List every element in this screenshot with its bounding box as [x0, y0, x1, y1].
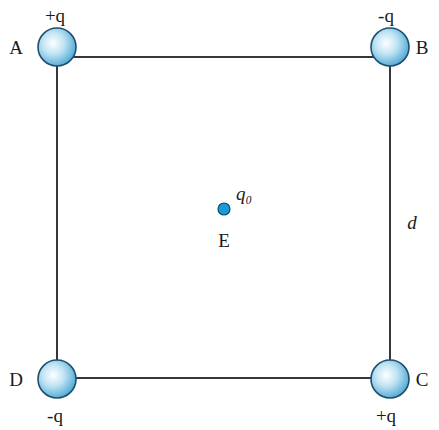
point-letter: E	[218, 231, 230, 250]
test-charge-dot	[218, 203, 230, 215]
charge-sphere	[38, 360, 76, 398]
charge-sphere	[371, 360, 409, 398]
charge-label: +q	[376, 406, 396, 425]
charge-sphere	[38, 28, 76, 66]
corner-letter: B	[416, 38, 429, 57]
square-outline	[57, 57, 390, 378]
corner-letter: A	[9, 38, 23, 57]
test-charge-label: q₀	[236, 184, 252, 203]
charge-label: +q	[45, 6, 65, 25]
charge-label: -q	[47, 406, 63, 425]
corner-letter: C	[416, 370, 429, 389]
side-length-label: d	[407, 213, 417, 232]
charge-sphere	[371, 28, 409, 66]
corner-letter: D	[9, 370, 23, 389]
charge-label: -q	[378, 6, 394, 25]
